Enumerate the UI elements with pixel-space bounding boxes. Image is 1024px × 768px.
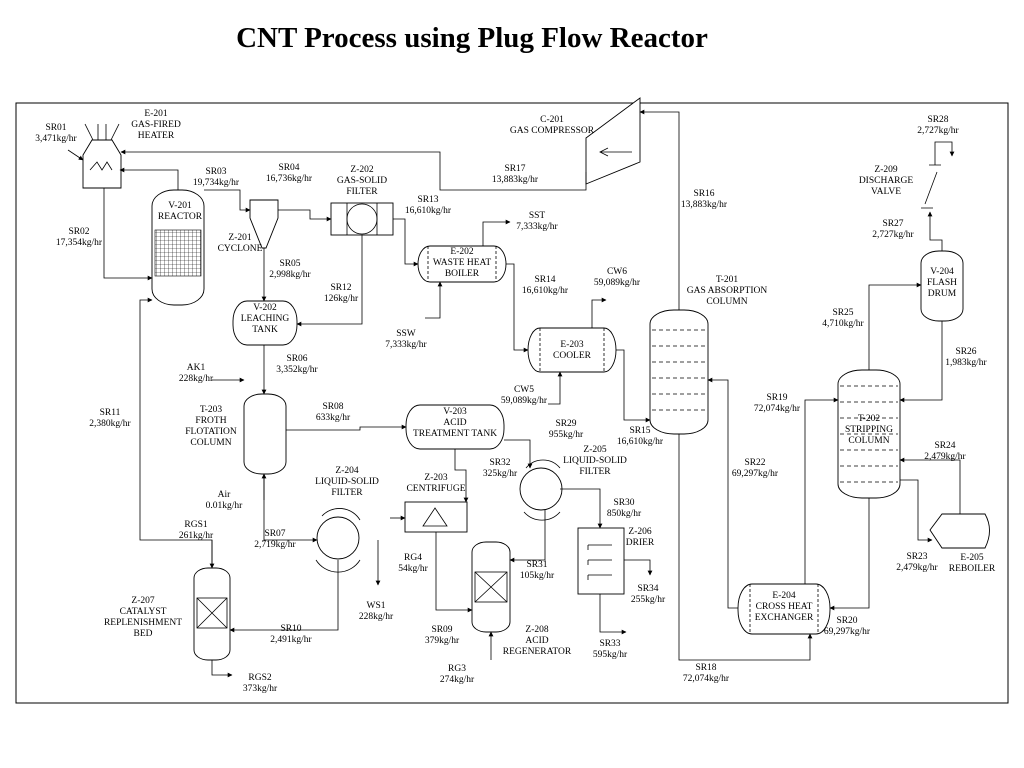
page-title: CNT Process using Plug Flow Reactor [236,22,708,54]
cyclone-z201 [249,199,279,249]
gas-absorption-column-t201 [649,309,709,435]
centrifuge-z203 [404,501,468,533]
cooler-e203 [527,327,617,373]
reactor-v201 [151,189,205,306]
catalyst-replenishment-bed-z207 [193,567,231,661]
gas-compressor-c201 [585,97,641,185]
drier-z206 [577,527,625,595]
gas-fired-heater-e201 [82,123,122,189]
stream-lines [67,109,961,678]
diagram-frame [15,102,1009,704]
acid-regenerator-z208 [471,541,511,633]
froth-flotation-column-t203 [243,393,287,475]
gas-solid-filter-z202 [330,202,394,236]
discharge-valve-z209 [921,164,941,209]
reboiler-e205 [929,513,990,549]
liquid-solid-filter-z205 [519,459,563,521]
